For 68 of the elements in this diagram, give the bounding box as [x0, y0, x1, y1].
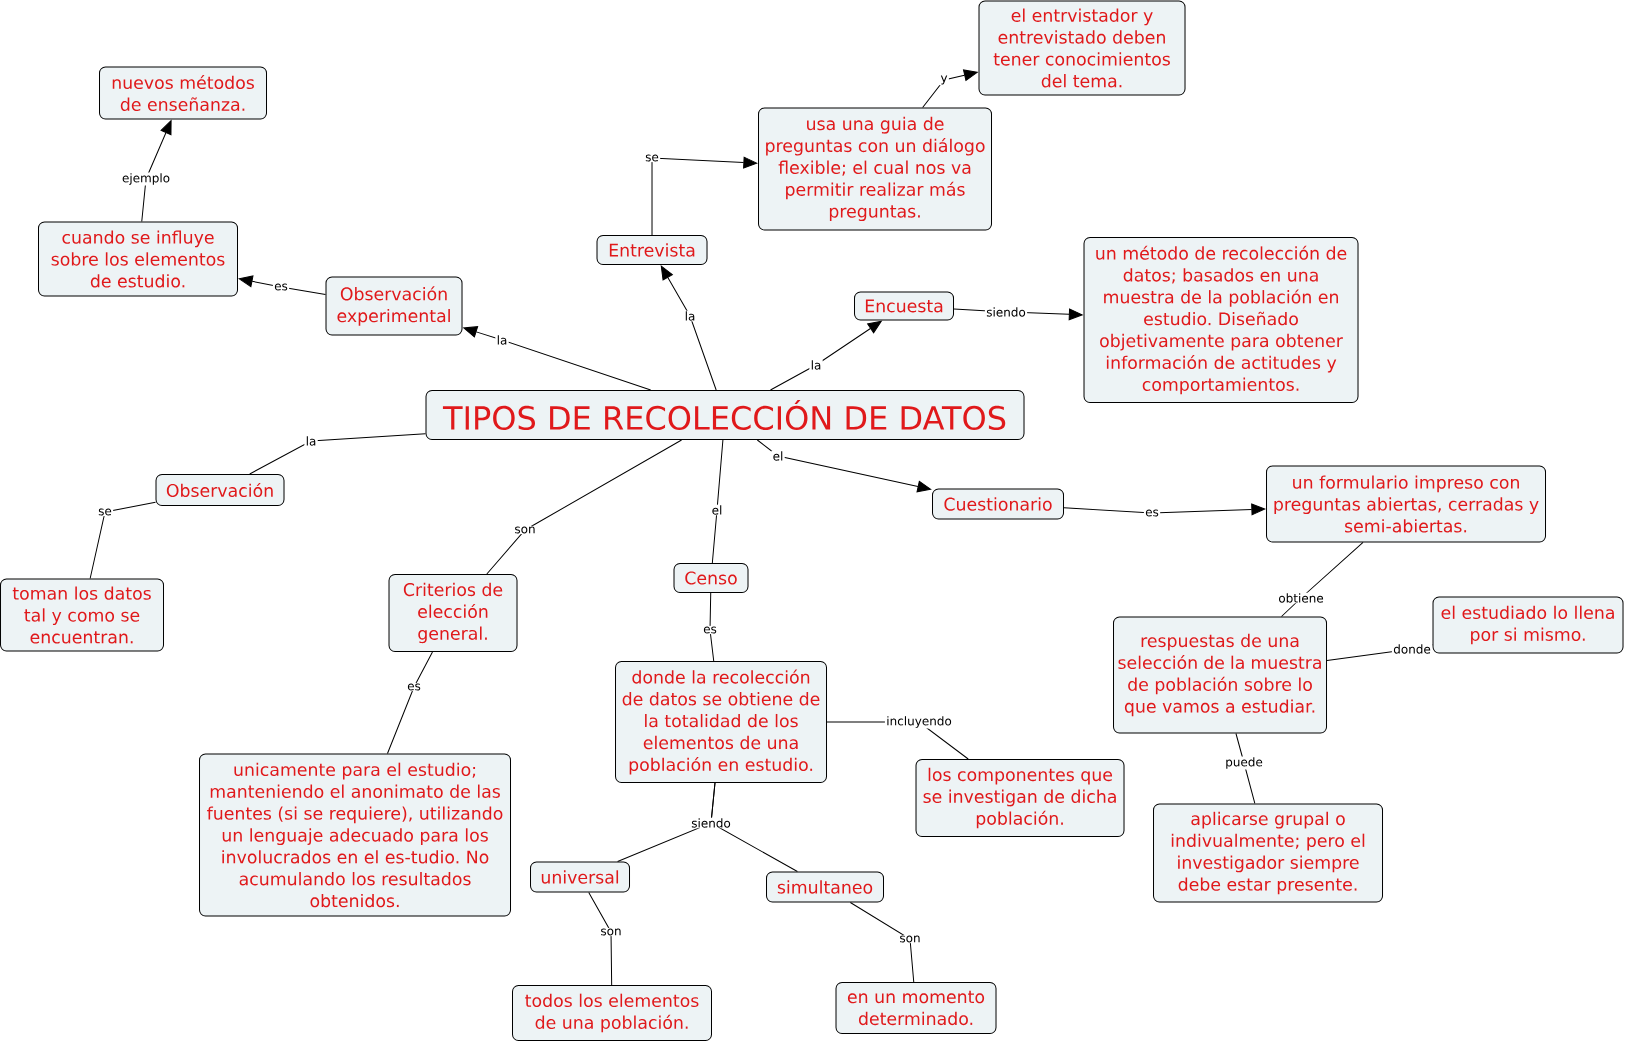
arrow [238, 275, 326, 295]
edge-label: la [683, 310, 697, 322]
edge-label: siendo [984, 306, 1028, 318]
concept-box: el entrvistador y entrevistado deben tener conocimientos del tema. [978, 0, 1186, 96]
concept-box: unicamente para el estudio; manteniendo el anonimato de las fuentes (si se requiere), utilizando un lenguaje adecuado para los involucrados en el es-tudio. No acumulando los resultados obtenidos. [199, 753, 511, 917]
arrow [922, 69, 978, 108]
concept-box: Censo [673, 563, 749, 593]
edge-label: son [513, 525, 537, 535]
concept-box: Entrevista [596, 235, 708, 265]
arrow [651, 156, 758, 236]
concept-box: Encuesta [854, 291, 954, 321]
concept-box: un formulario impreso con preguntas abiertas, cerradas y semi-abiertas. [1266, 465, 1546, 543]
edge-label: donde [1391, 643, 1433, 655]
edge-label: el [771, 450, 785, 462]
edge-label: y [939, 74, 949, 86]
connector-line [849, 902, 915, 983]
edge-label: el [710, 504, 724, 516]
edge-label: incluyendo [884, 715, 954, 729]
concept-box: un método de recolección de datos; basados en una muestra de la población en estudio. Diseñado objetivamente para obtener información de actitudes y comportamientos. [1083, 237, 1359, 403]
concept-box: Observación [155, 474, 285, 506]
edge-label: son [898, 934, 922, 944]
concept-box: todos los elementos de una población. [512, 985, 712, 1041]
connector-line [486, 439, 683, 575]
concept-box: toman los datos tal y como se encuentran. [0, 578, 164, 652]
concept-box: simultaneo [766, 871, 884, 903]
concept-box: los componentes que se investigan de dicha población. [915, 759, 1125, 837]
connector-line [710, 782, 798, 872]
edge-label: se [96, 507, 114, 517]
connector-line [89, 501, 156, 579]
arrow [463, 326, 652, 391]
edge-label: la [495, 334, 509, 346]
arrow [141, 120, 172, 222]
edge-label: se [643, 153, 661, 163]
concept-box: donde la recolección de datos se obtiene de la totalidad de los elementos de una población en estudio. [615, 661, 827, 783]
connector-line [1281, 542, 1364, 617]
connector-line [588, 892, 613, 986]
edge-label: ejemplo [120, 172, 172, 186]
concept-box: aplicarse grupal o indivualmente; pero el investigador siempre debe estar presente. [1153, 803, 1383, 903]
connector-line [387, 651, 433, 754]
concept-box: en un momento determinado. [835, 982, 997, 1034]
concept-box: el estudiado lo llena por si mismo. [1432, 596, 1624, 654]
concept-box: respuestas de una selección de la muestra de población sobre lo que vamos a estudiar. [1113, 616, 1327, 734]
connector-line [1235, 733, 1256, 804]
arrow [770, 320, 882, 391]
concept-box: cuando se influye sobre los elementos de estudio. [38, 221, 238, 297]
concept-box: Observación experimental [325, 276, 463, 336]
edge-label: siendo [689, 817, 733, 829]
edge-label: es [701, 625, 719, 635]
connector-line [249, 433, 426, 475]
concept-box: universal [530, 861, 630, 893]
concept-box: Cuestionario [932, 488, 1064, 520]
connector-line [709, 592, 715, 662]
concept-box: nuevos métodos de enseñanza. [99, 66, 267, 120]
arrow [756, 439, 932, 493]
main-concept-box: TIPOS DE RECOLECCIÓN DE DATOS [425, 390, 1025, 440]
edge-label: son [599, 927, 623, 937]
connector-line [711, 439, 724, 564]
edge-label: obtiene [1277, 592, 1326, 604]
arrow [660, 265, 717, 391]
edge-label: es [272, 282, 290, 292]
concept-box: usa una guia de preguntas con un diálogo flexible; el cual nos va permitir realizar más preguntas. [758, 107, 992, 231]
edge-label: es [405, 682, 423, 692]
arrow [1063, 503, 1266, 516]
edge-label: puede [1223, 756, 1265, 770]
edge-label: la [304, 435, 318, 447]
edge-label: es [1143, 508, 1161, 518]
edge-label: la [809, 359, 823, 371]
concept-box: Criterios de elección general. [388, 574, 518, 652]
